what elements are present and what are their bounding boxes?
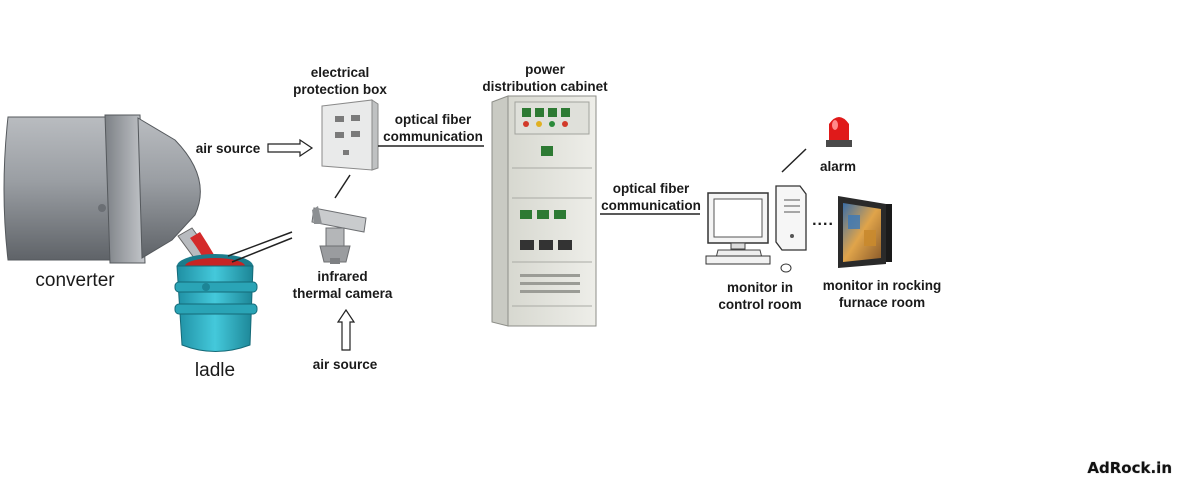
furnace-room-label-line1: monitor in rocking xyxy=(822,278,942,293)
furnace-room-monitor xyxy=(838,196,892,268)
cabinet-label: power distribution cabinet xyxy=(470,61,620,95)
fiber-label-right-line2: communication xyxy=(601,198,701,213)
thermal-camera xyxy=(311,206,367,264)
control-room-label-line1: monitor in xyxy=(727,280,793,295)
cabinet-label-line2: distribution cabinet xyxy=(482,79,608,94)
ladle-vessel xyxy=(174,254,258,352)
fiber-label-top-line2: communication xyxy=(383,129,483,144)
converter-label: converter xyxy=(35,270,115,291)
leader-line-box-camera xyxy=(334,174,351,199)
protection-box-label-line2: protection box xyxy=(293,82,387,97)
fiber-label-top-line1: optical fiber xyxy=(394,112,472,127)
fiber-label-right-line1: optical fiber xyxy=(612,181,690,196)
converter-vessel xyxy=(3,114,215,267)
leader-line-ladle-camera-1 xyxy=(227,231,293,257)
cabinet-label-line1: power xyxy=(525,62,565,77)
air-source-arrow-up xyxy=(336,308,356,351)
leader-line-ladle-camera-2 xyxy=(231,237,293,263)
ladle-label: ladle xyxy=(194,360,236,381)
distribution-cabinet xyxy=(491,95,597,327)
camera-label: infrared thermal camera xyxy=(280,268,405,302)
fiber-label-right: optical fiber communication xyxy=(592,180,710,214)
camera-label-line1: infrared xyxy=(317,269,368,284)
control-room-label: monitor in control room xyxy=(700,279,820,313)
leader-line-alarm-pc xyxy=(781,148,807,173)
camera-label-line2: thermal camera xyxy=(292,286,393,301)
air-source-arrow-right xyxy=(267,138,314,158)
alarm-label: alarm xyxy=(819,159,857,174)
fiber-label-top: optical fiber communication xyxy=(374,111,492,145)
watermark: AdRock.in xyxy=(1087,459,1172,477)
furnace-room-label: monitor in rocking furnace room xyxy=(812,277,952,311)
protection-box-label-line1: electrical xyxy=(310,65,370,80)
ellipsis-dots: .... xyxy=(812,212,834,229)
alarm-beacon xyxy=(826,117,852,147)
control-room-label-line2: control room xyxy=(718,297,802,312)
furnace-room-label-line2: furnace room xyxy=(838,295,926,310)
air-source-label-top: air source xyxy=(195,141,261,156)
protection-box-label: electrical protection box xyxy=(280,64,400,98)
protection-box xyxy=(321,99,379,171)
air-source-label-bottom: air source xyxy=(312,357,378,372)
control-room-pc xyxy=(705,185,807,273)
